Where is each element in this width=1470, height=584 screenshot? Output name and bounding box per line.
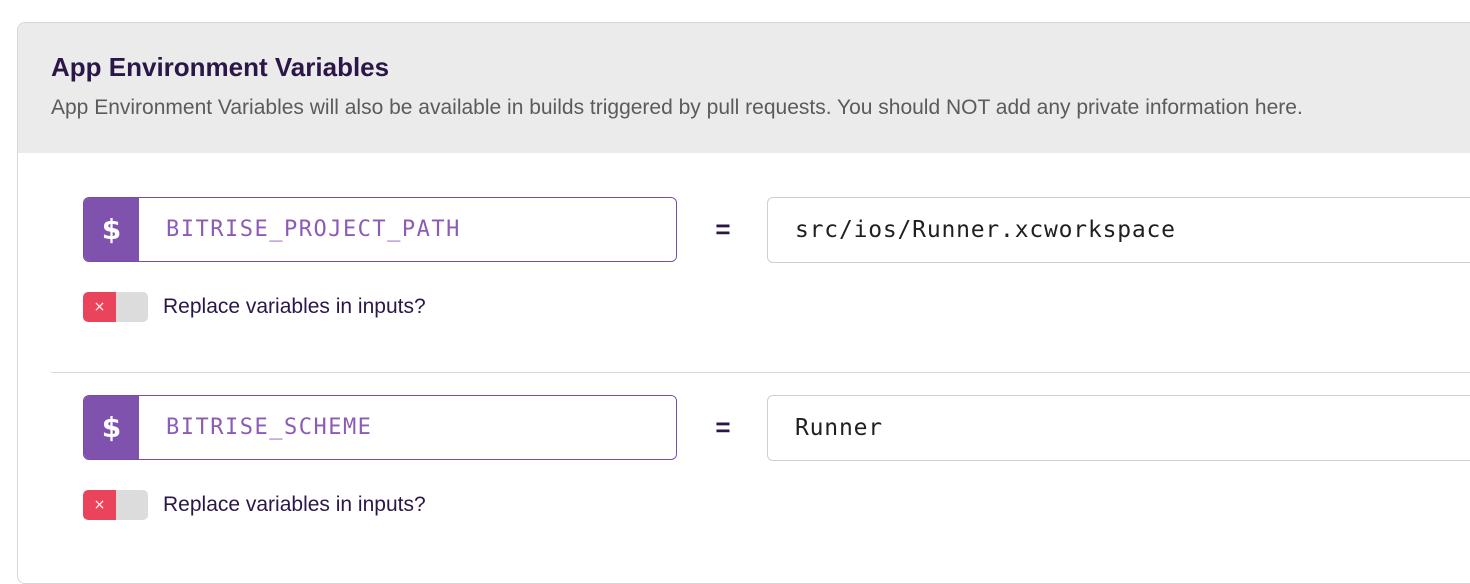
- replace-variables-toggle[interactable]: ×: [83, 490, 148, 520]
- dollar-sign-icon: $: [84, 198, 139, 261]
- section-description: App Environment Variables will also be a…: [51, 96, 1303, 119]
- env-key-field: $: [83, 395, 677, 460]
- env-value-input[interactable]: [768, 396, 1470, 460]
- section-title: App Environment Variables: [51, 52, 390, 82]
- dollar-sign-icon: $: [84, 396, 139, 459]
- env-key-input[interactable]: [139, 198, 676, 261]
- app-env-vars-panel: App Environment Variables App Environmen…: [17, 22, 1470, 584]
- env-key-input[interactable]: [139, 396, 676, 459]
- x-icon: ×: [83, 490, 116, 520]
- equals-sign: =: [715, 214, 731, 244]
- replace-variables-label: Replace variables in inputs?: [163, 493, 426, 516]
- env-value-field: [767, 197, 1470, 263]
- row-divider: [51, 372, 1470, 373]
- env-value-field: [767, 395, 1470, 461]
- replace-variables-option: × Replace variables in inputs?: [83, 490, 426, 520]
- replace-variables-toggle[interactable]: ×: [83, 292, 148, 322]
- replace-variables-label: Replace variables in inputs?: [163, 295, 426, 318]
- equals-sign: =: [715, 412, 731, 442]
- x-icon: ×: [83, 292, 116, 322]
- env-value-input[interactable]: [768, 198, 1470, 262]
- panel-header: App Environment Variables App Environmen…: [18, 23, 1470, 153]
- replace-variables-option: × Replace variables in inputs?: [83, 292, 426, 322]
- env-key-field: $: [83, 197, 677, 262]
